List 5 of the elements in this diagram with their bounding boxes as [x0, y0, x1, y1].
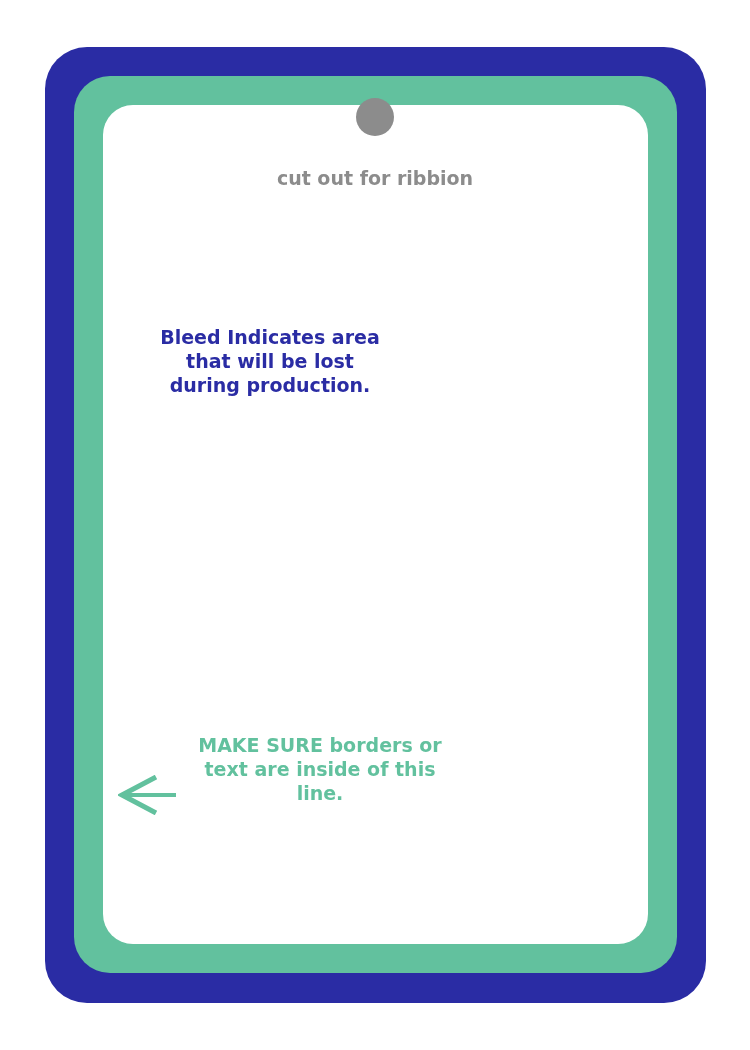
hole-caption: cut out for ribbion [275, 166, 475, 190]
instruction-text: MAKE SURE borders or text are inside of this line. [180, 733, 460, 807]
bleed-note: Bleed Indicates area that will be lost during production. [159, 325, 381, 397]
arrow [119, 774, 176, 816]
ribbon-hole [356, 98, 394, 136]
